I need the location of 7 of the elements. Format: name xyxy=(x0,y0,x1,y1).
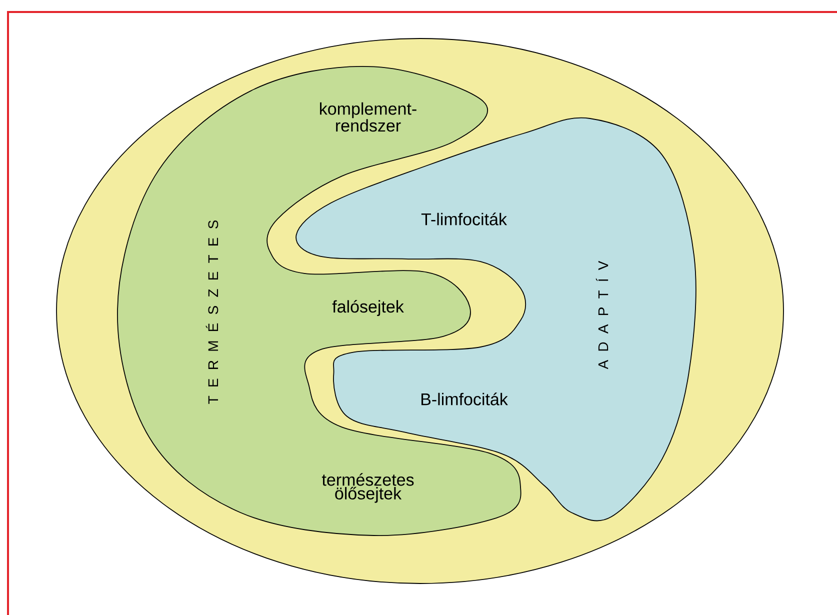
region-label: falósejtek xyxy=(332,300,404,316)
vertical-label: T E R M É S Z E T E S xyxy=(206,220,218,404)
vertical-label: A D A P T Í V xyxy=(596,260,608,370)
region-label: komplement- rendszer xyxy=(320,102,416,132)
region-label: természetes ölősejtek xyxy=(322,473,414,503)
region-label: B-limfociták xyxy=(421,392,508,406)
region-label: T-limfociták xyxy=(421,212,507,226)
